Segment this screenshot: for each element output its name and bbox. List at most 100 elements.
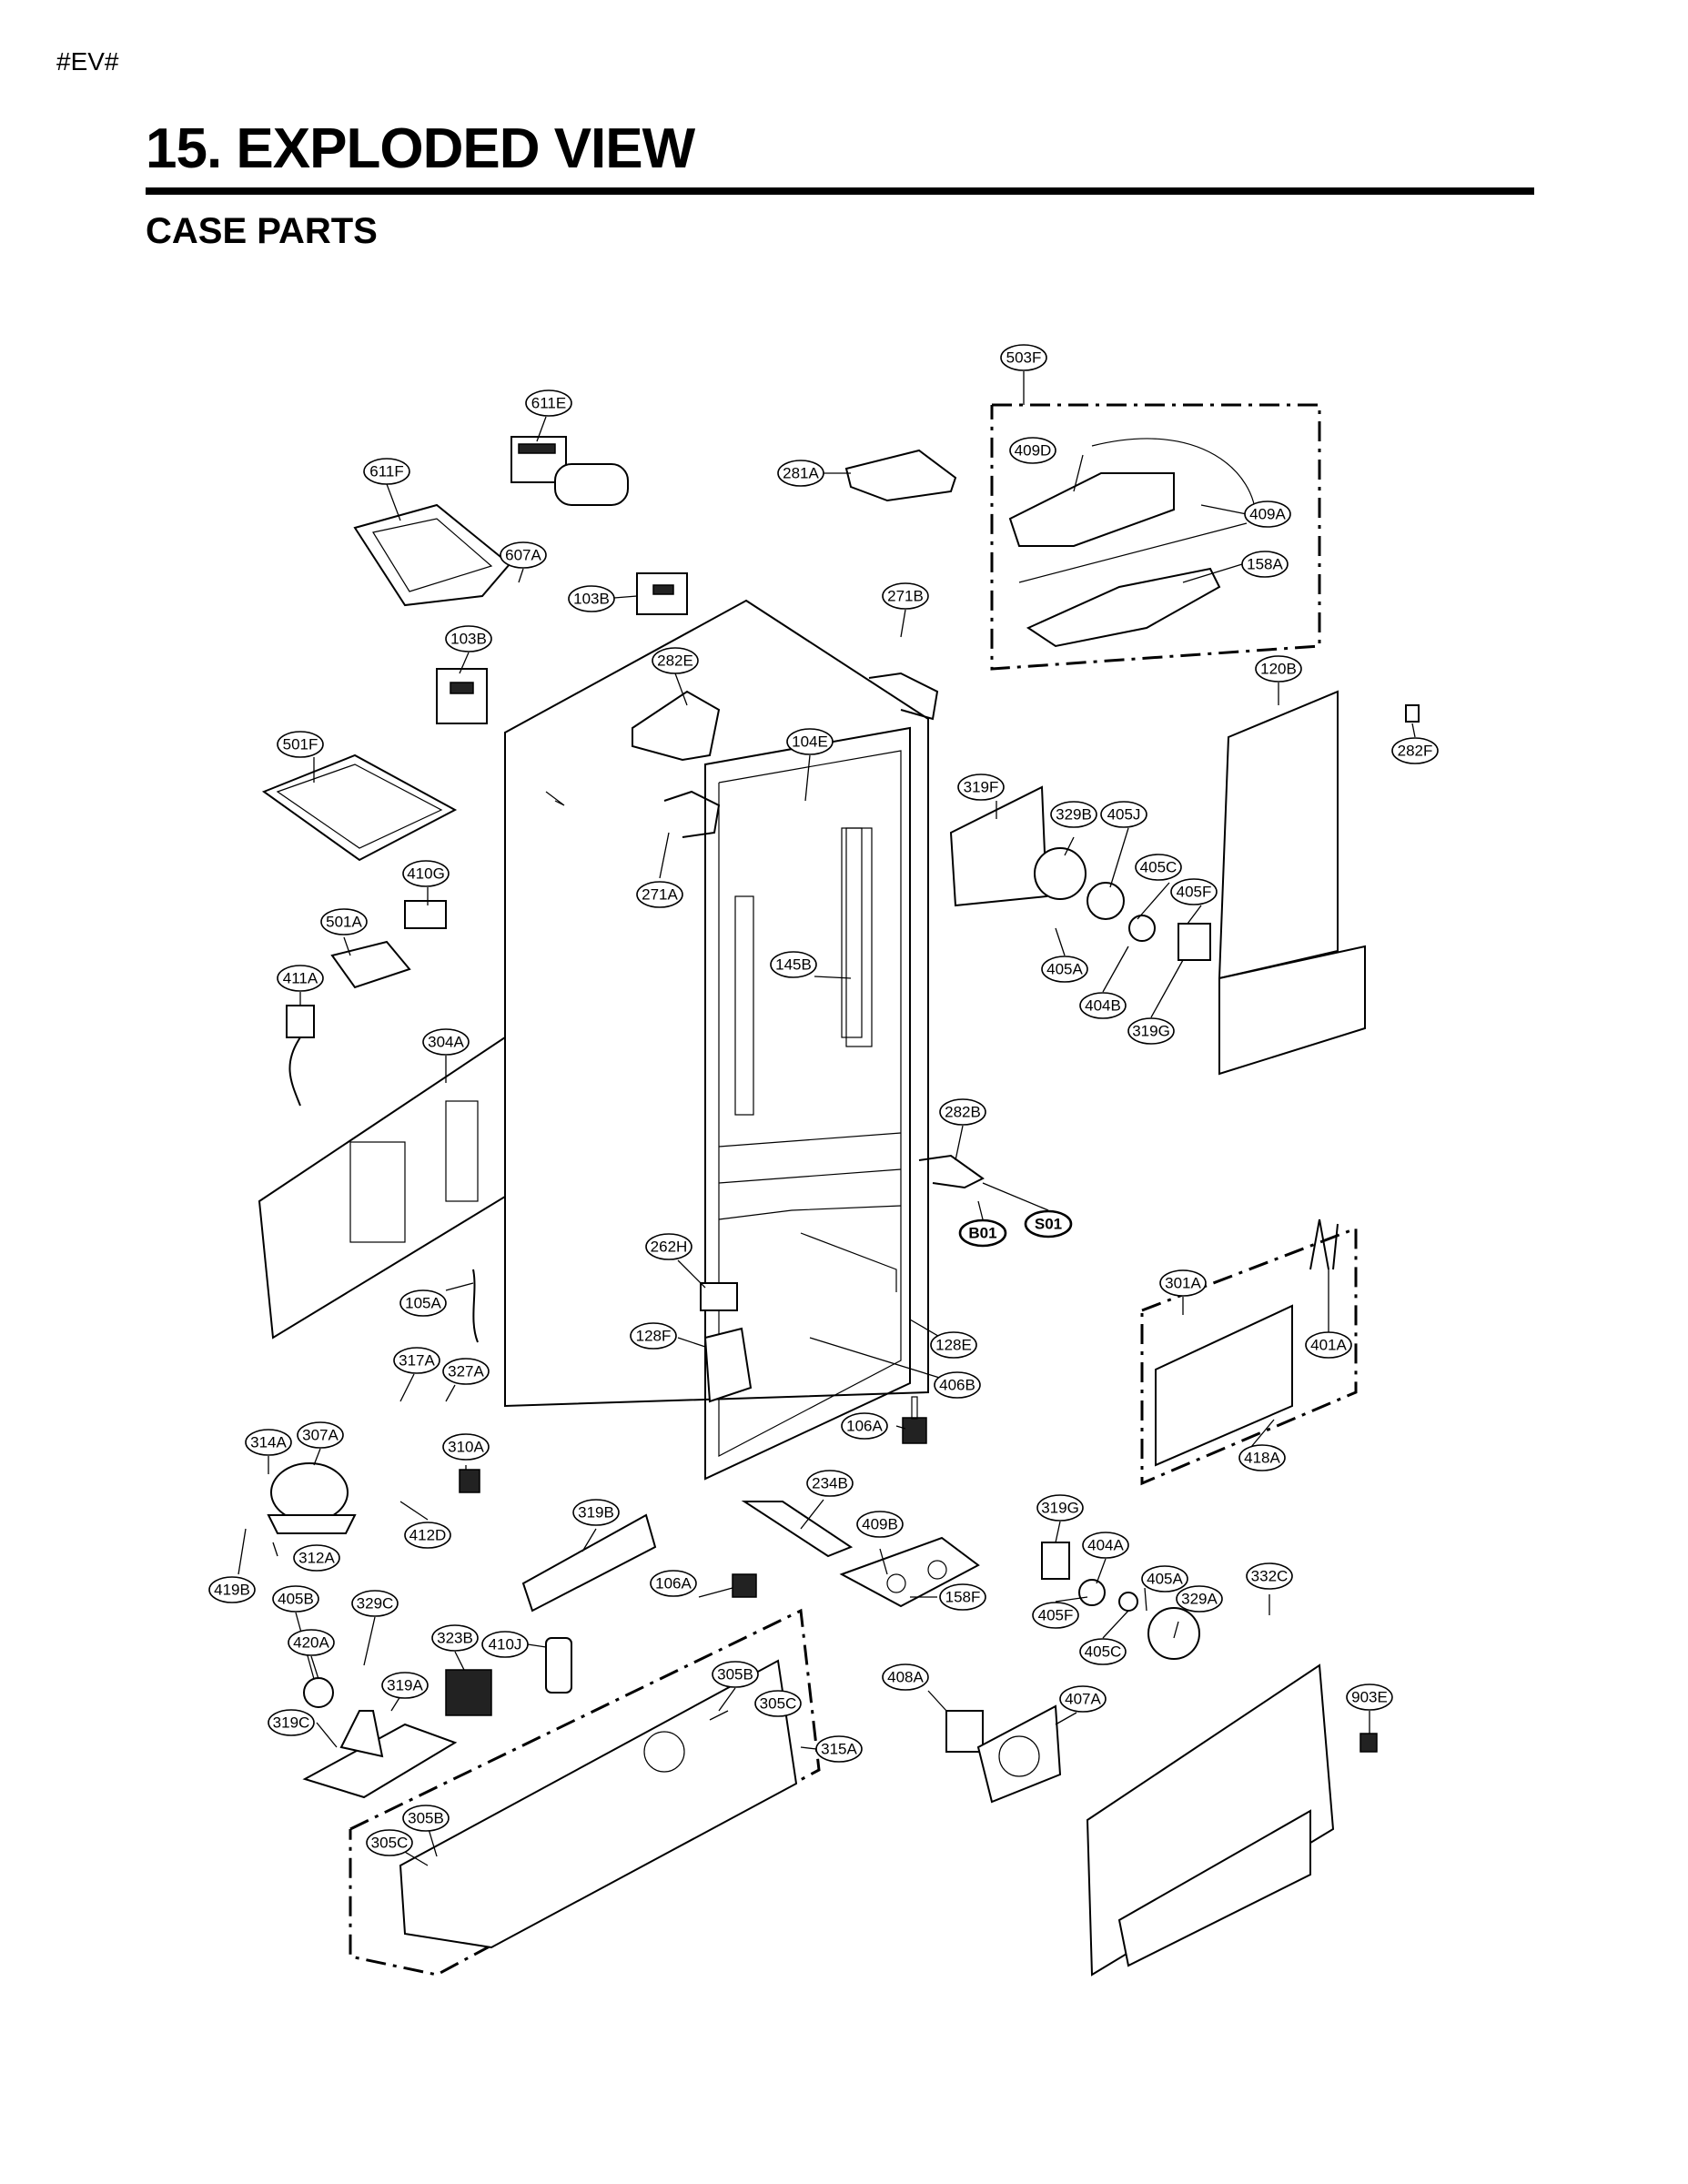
svg-text:120B: 120B bbox=[1260, 661, 1297, 678]
part-332C-door-cover bbox=[1086, 1663, 1335, 1977]
svg-text:405F: 405F bbox=[1038, 1607, 1074, 1624]
svg-text:410G: 410G bbox=[407, 865, 445, 883]
callout-409A: 409A bbox=[1244, 500, 1291, 528]
callout-611E: 611E bbox=[525, 389, 572, 417]
callout-405A-2: 405A bbox=[1141, 1565, 1188, 1592]
callout-305C-2: 305C bbox=[366, 1829, 413, 1856]
callout-106A-1: 106A bbox=[841, 1412, 888, 1440]
svg-text:329A: 329A bbox=[1181, 1591, 1218, 1608]
svg-text:282B: 282B bbox=[945, 1104, 981, 1121]
svg-text:501A: 501A bbox=[326, 914, 362, 931]
part-307A-compressor bbox=[267, 1462, 357, 1534]
svg-text:401A: 401A bbox=[1310, 1337, 1347, 1354]
part-282B-hinge bbox=[918, 1154, 985, 1189]
title-rule bbox=[146, 187, 1534, 195]
svg-text:104E: 104E bbox=[792, 733, 828, 751]
callout-408A: 408A bbox=[882, 1663, 929, 1691]
callout-234B: 234B bbox=[806, 1470, 854, 1497]
part-409B-158F-tray bbox=[839, 1536, 980, 1608]
group-503F bbox=[990, 403, 1321, 671]
svg-text:611F: 611F bbox=[369, 463, 404, 480]
svg-text:105A: 105A bbox=[405, 1295, 441, 1312]
part-501A-pcb bbox=[330, 940, 411, 989]
callout-405C-1: 405C bbox=[1135, 854, 1182, 881]
svg-text:106A: 106A bbox=[846, 1418, 883, 1435]
part-420A-fan bbox=[303, 1677, 334, 1708]
part-319G-fan-motor-lower bbox=[1041, 1542, 1200, 1660]
svg-text:405C: 405C bbox=[1085, 1643, 1122, 1661]
callout-145B: 145B bbox=[770, 951, 817, 978]
svg-text:409D: 409D bbox=[1015, 442, 1052, 460]
callout-419B: 419B bbox=[208, 1576, 256, 1603]
part-408A bbox=[945, 1710, 984, 1753]
svg-text:412D: 412D bbox=[409, 1527, 447, 1544]
callout-120B: 120B bbox=[1255, 655, 1302, 682]
part-106A-leveler-left bbox=[732, 1573, 757, 1598]
callout-407A: 407A bbox=[1059, 1685, 1107, 1713]
part-407A-fan-housing bbox=[976, 1704, 1062, 1804]
part-282F bbox=[1405, 704, 1420, 723]
callout-319B: 319B bbox=[572, 1499, 620, 1526]
svg-text:301A: 301A bbox=[1165, 1275, 1201, 1292]
callout-903E: 903E bbox=[1346, 1684, 1393, 1711]
svg-text:332C: 332C bbox=[1251, 1568, 1289, 1585]
svg-text:145B: 145B bbox=[775, 956, 812, 974]
svg-text:410J: 410J bbox=[489, 1636, 522, 1653]
svg-text:405C: 405C bbox=[1140, 859, 1178, 876]
callout-282F: 282F bbox=[1391, 737, 1439, 764]
svg-text:327A: 327A bbox=[448, 1363, 484, 1380]
part-611E-ice-maker-motor bbox=[510, 436, 629, 506]
callout-411A: 411A bbox=[277, 965, 324, 992]
callout-281A: 281A bbox=[777, 460, 824, 487]
part-315A-base bbox=[349, 1608, 821, 1977]
svg-text:314A: 314A bbox=[250, 1434, 287, 1451]
callout-262H: 262H bbox=[645, 1233, 692, 1260]
callout-410J: 410J bbox=[481, 1631, 529, 1658]
callout-406B: 406B bbox=[934, 1371, 981, 1399]
part-304A-back-cover bbox=[258, 1036, 506, 1340]
svg-text:128E: 128E bbox=[935, 1337, 972, 1354]
part-319F-fan-bracket bbox=[949, 785, 1211, 961]
page-tag: #EV# bbox=[56, 47, 119, 76]
callout-106A-2: 106A bbox=[650, 1570, 697, 1597]
callout-405C-2: 405C bbox=[1079, 1638, 1127, 1665]
svg-text:103B: 103B bbox=[450, 631, 487, 648]
callout-323B: 323B bbox=[431, 1624, 479, 1652]
callout-327A: 327A bbox=[442, 1358, 490, 1385]
svg-text:158A: 158A bbox=[1247, 556, 1283, 573]
svg-text:329B: 329B bbox=[1056, 806, 1092, 824]
part-410J-capacitor bbox=[545, 1637, 572, 1694]
callout-503F: 503F bbox=[1000, 344, 1047, 371]
callout-319C: 319C bbox=[268, 1709, 315, 1736]
svg-text:405F: 405F bbox=[1177, 884, 1212, 901]
svg-text:319G: 319G bbox=[1132, 1023, 1170, 1040]
callout-412D: 412D bbox=[404, 1522, 451, 1549]
page-title: 15. EXPLODED VIEW bbox=[146, 117, 695, 180]
part-281A-cover bbox=[844, 449, 957, 502]
part-234B bbox=[741, 1501, 854, 1558]
callout-310A: 310A bbox=[442, 1433, 490, 1461]
callout-501A: 501A bbox=[320, 908, 368, 935]
svg-text:329C: 329C bbox=[357, 1595, 394, 1613]
part-310A bbox=[459, 1469, 480, 1493]
callout-314A: 314A bbox=[245, 1429, 292, 1456]
svg-text:323B: 323B bbox=[437, 1630, 473, 1647]
svg-text:411A: 411A bbox=[283, 970, 318, 987]
callout-103B-1: 103B bbox=[568, 585, 615, 612]
svg-text:409A: 409A bbox=[1249, 506, 1286, 523]
callout-128F: 128F bbox=[630, 1322, 677, 1350]
part-105A-hose bbox=[472, 1269, 479, 1343]
svg-text:B01: B01 bbox=[968, 1225, 996, 1242]
part-128F bbox=[703, 1327, 753, 1403]
part-903E bbox=[1359, 1733, 1378, 1753]
svg-text:319F: 319F bbox=[964, 779, 999, 796]
svg-text:404B: 404B bbox=[1085, 997, 1121, 1015]
svg-text:307A: 307A bbox=[302, 1427, 339, 1444]
part-120B-duct bbox=[1218, 690, 1366, 1076]
svg-text:319C: 319C bbox=[273, 1714, 310, 1732]
callout-404B: 404B bbox=[1079, 992, 1127, 1019]
svg-text:317A: 317A bbox=[399, 1352, 435, 1370]
svg-text:281A: 281A bbox=[783, 465, 819, 482]
svg-text:S01: S01 bbox=[1035, 1216, 1062, 1233]
svg-text:271B: 271B bbox=[887, 588, 924, 605]
